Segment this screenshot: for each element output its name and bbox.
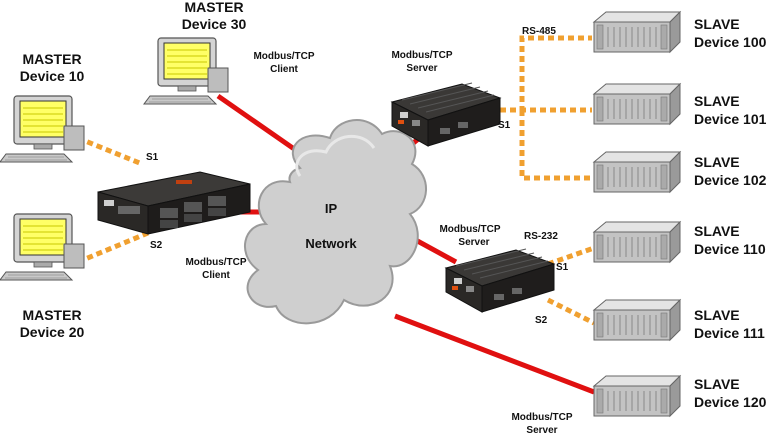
gw-mid-s1-label: S1	[556, 262, 569, 273]
server-top-label-line2: Server	[406, 63, 437, 74]
slave-device-icon-110[interactable]	[593, 221, 681, 263]
network-label-line1: IP	[325, 201, 338, 216]
client-bottom-label-line1: Modbus/TCP	[185, 257, 246, 268]
serial-link-s100	[500, 35, 592, 113]
slave-device-icon-120[interactable]	[593, 375, 681, 417]
slave-110-role: SLAVE	[694, 223, 740, 239]
computer-icon-m20[interactable]	[0, 213, 85, 281]
master-20-name: Device 20	[20, 324, 85, 340]
gateway-device-client[interactable]	[97, 171, 251, 235]
gw-left-s2-label: S2	[150, 240, 163, 251]
slave-101-role: SLAVE	[694, 93, 740, 109]
slave-device-icon-102[interactable]	[593, 151, 681, 193]
serial-links	[77, 35, 596, 326]
computer-icon-m30[interactable]	[143, 37, 229, 105]
master-20-role: MASTER	[22, 307, 81, 323]
server-mid-label-line2: Server	[458, 237, 489, 248]
rs485-label: RS-485	[522, 26, 556, 37]
slave-100-name: Device 100	[694, 34, 767, 50]
computer-icon-m10[interactable]	[0, 95, 85, 163]
slave-101-name: Device 101	[694, 111, 767, 127]
ethernet-link-s120	[394, 313, 595, 395]
network-label-line2: Network	[305, 236, 357, 251]
client-top-label-line2: Client	[270, 64, 298, 75]
gw-left-s1-label: S1	[146, 152, 159, 163]
server-mid-label-line1: Modbus/TCP	[439, 224, 500, 235]
client-bottom-label-line2: Client	[202, 270, 230, 281]
slave-device-icon-101[interactable]	[593, 83, 681, 125]
master-30-role: MASTER	[184, 0, 243, 15]
gateway-device-server-mid[interactable]	[445, 248, 555, 313]
slave-110-name: Device 110	[694, 241, 766, 257]
ethernet-link-server-mid	[410, 235, 458, 265]
slave-120-role: SLAVE	[694, 376, 740, 392]
rs232-label: RS-232	[524, 231, 558, 242]
slave-102-role: SLAVE	[694, 154, 740, 170]
ip-network-cloud: IP Network	[244, 119, 427, 325]
serial-link-s110	[547, 245, 595, 267]
slave-device-icon-111[interactable]	[593, 299, 681, 341]
slave-111-role: SLAVE	[694, 307, 740, 323]
master-30-name: Device 30	[182, 16, 247, 32]
serial-link-m20-s2	[77, 230, 149, 265]
gw-top-s1-label: S1	[498, 120, 511, 131]
slave-100-role: SLAVE	[694, 16, 740, 32]
server-bottom-label-line2: Server	[526, 425, 557, 435]
server-top-label-line1: Modbus/TCP	[391, 50, 452, 61]
slave-102-name: Device 102	[694, 172, 767, 188]
client-top-label-line1: Modbus/TCP	[253, 51, 314, 62]
serial-link-m10-s1	[77, 135, 143, 167]
master-10-role: MASTER	[22, 51, 81, 67]
master-10-name: Device 10	[20, 68, 85, 84]
serial-link-s102	[519, 110, 592, 181]
serial-link-s111	[546, 297, 596, 326]
gw-mid-s2-label: S2	[535, 315, 548, 326]
slave-device-icon-100[interactable]	[593, 11, 681, 53]
slave-120-name: Device 120	[694, 394, 767, 410]
slave-111-name: Device 111	[694, 325, 765, 341]
server-bottom-label-line1: Modbus/TCP	[511, 412, 572, 423]
